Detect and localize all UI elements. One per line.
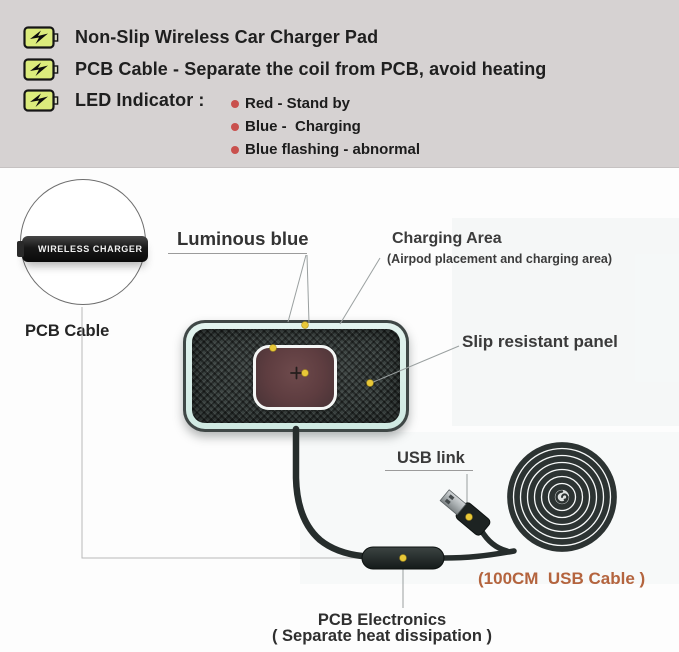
device-brand-text: WIRELESS CHARGER <box>38 244 143 254</box>
label-underline <box>385 470 473 471</box>
feature-band: Non-Slip Wireless Car Charger Pad PCB Ca… <box>0 0 679 168</box>
label-charging-area-sub: (Airpod placement and charging area) <box>387 252 613 266</box>
leader-line-luminous <box>306 254 310 324</box>
pcb-cable-caption: PCB Cable <box>25 322 110 340</box>
battery-charging-icon <box>23 58 59 81</box>
led-state-label: Red - Stand by <box>245 95 351 112</box>
slip-resistant-surface <box>192 329 400 423</box>
charging-area <box>253 345 337 410</box>
background-panel <box>452 218 679 426</box>
led-state-standby: Red - Stand by <box>231 95 350 112</box>
label-luminous-blue: Luminous blue <box>177 228 309 249</box>
led-state-label: Blue - Charging <box>245 118 361 135</box>
feature-row-pcbcable: PCB Cable - Separate the coil from PCB, … <box>23 58 546 81</box>
red-bullet-dot <box>231 145 239 154</box>
pcb-electronics-sub: ( Separate heat dissipation ) <box>271 627 493 645</box>
leader-line-charging-area <box>339 257 381 325</box>
red-bullet-dot <box>231 99 239 108</box>
label-slip-resistant-panel: Slip resistant panel <box>462 332 618 351</box>
leader-line-luminous <box>287 254 307 323</box>
label-pcb-electronics: PCB Electronics ( Separate heat dissipat… <box>232 611 532 645</box>
background-panel <box>300 432 679 584</box>
label-usb-cable-length: (100CM USB Cable ) <box>478 569 646 588</box>
label-underline <box>168 253 307 254</box>
wireless-charger-pad <box>183 320 409 432</box>
feature-text: PCB Cable - Separate the coil from PCB, … <box>75 59 547 79</box>
label-usb-link: USB link <box>397 449 465 467</box>
red-bullet-dot <box>231 122 239 131</box>
led-state-label: Blue flashing - abnormal <box>245 141 421 158</box>
feature-row-nonslip: Non-Slip Wireless Car Charger Pad <box>23 26 378 49</box>
luminous-blue-ring <box>186 323 406 429</box>
pcb-electronics-title: PCB Electronics <box>317 611 447 629</box>
battery-charging-icon <box>23 26 59 49</box>
label-charging-area: Charging Area <box>392 230 502 247</box>
feature-row-led: LED Indicator : <box>23 89 205 112</box>
led-state-abnormal: Blue flashing - abnormal <box>231 141 420 158</box>
cable-connector-nub <box>17 241 24 257</box>
pcb-cable-side-view: WIRELESS CHARGER <box>17 236 159 262</box>
led-state-charging: Blue - Charging <box>231 118 361 135</box>
feature-text: Non-Slip Wireless Car Charger Pad <box>75 27 379 47</box>
battery-charging-icon <box>23 89 59 112</box>
feature-text: LED Indicator : <box>75 90 205 110</box>
led-indicator-dot <box>154 247 159 251</box>
